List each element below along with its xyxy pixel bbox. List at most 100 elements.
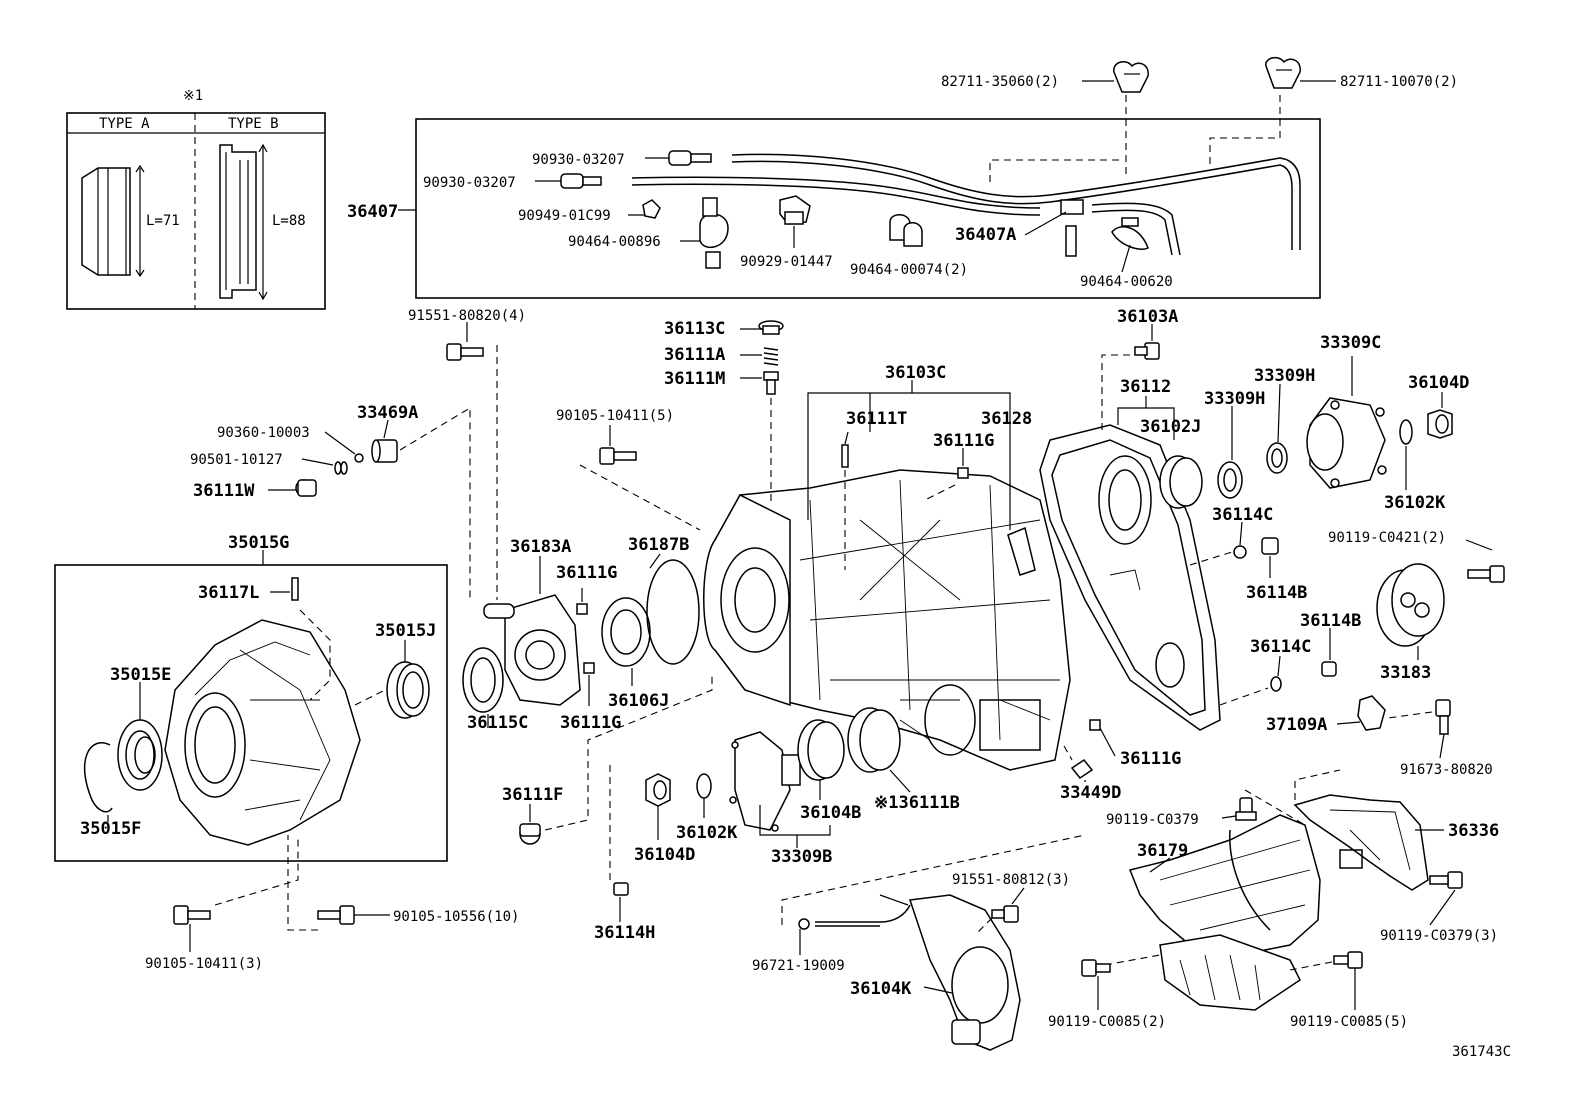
bolt-90119-c0379-lower — [1429, 871, 1463, 889]
label-90929-01447: 90929-01447 — [740, 254, 833, 270]
nut-36104d-right — [1427, 409, 1453, 439]
bolt-90119-c0085-5 — [1333, 951, 1363, 969]
label-90949-01c99: 90949-01C99 — [518, 208, 611, 224]
label-36117l: 36117L — [198, 583, 259, 603]
part-labels: 82711-35060(2) 82711-10070(2) 90930-0320… — [80, 74, 1511, 1060]
label-36102k-right: 36102K — [1384, 493, 1446, 513]
label-35015f: 35015F — [80, 819, 141, 839]
label-90119-c0085-5: 90119-C0085(5) — [1290, 1014, 1408, 1030]
label-36111b: ※136111B — [874, 793, 960, 813]
type-b-label: TYPE B — [228, 116, 279, 132]
label-33469a: 33469A — [357, 403, 418, 423]
type-a-label: TYPE A — [99, 116, 150, 132]
label-90119-c0379-3: 90119-C0379(3) — [1380, 928, 1498, 944]
hose-clip-82711-35060 — [1113, 61, 1149, 93]
oil-strainer-36128 — [1007, 526, 1036, 576]
label-36112: 36112 — [1120, 377, 1171, 397]
union-bolt-lower — [560, 173, 602, 189]
pin-36111g-a — [576, 603, 588, 615]
o-ring-36187b — [646, 559, 700, 665]
hose-clip-90929 — [779, 195, 811, 225]
note-mark: ※1 — [183, 88, 203, 104]
oil-seal-35015j — [386, 661, 430, 719]
plunger-36111m — [763, 371, 779, 395]
label-36106j: 36106J — [608, 691, 669, 711]
output-flange-33309c — [1306, 397, 1387, 489]
label-36111a: 36111A — [664, 345, 725, 365]
label-90464-00896: 90464-00896 — [568, 234, 661, 250]
label-36115c: 36115C — [467, 713, 528, 733]
type-a-sleeve — [81, 164, 145, 278]
label-36407a: 36407A — [955, 225, 1016, 245]
hose-clip-82711-10070 — [1265, 56, 1301, 89]
o-ring-90360 — [354, 453, 364, 463]
label-90105-10411-5: 90105-10411(5) — [556, 408, 674, 424]
label-91551-80812: 91551-80812(3) — [952, 872, 1070, 888]
label-36111w: 36111W — [193, 481, 255, 501]
plug-36114b-b — [1321, 661, 1337, 677]
label-91673-80820: 91673-80820 — [1400, 762, 1493, 778]
pin-36117l — [291, 577, 299, 601]
label-35015e: 35015E — [110, 665, 171, 685]
bolt-91551-80812 — [991, 905, 1019, 923]
label-36102k-left: 36102K — [676, 823, 738, 843]
protector-36336 — [1293, 794, 1429, 891]
bolt-36103a — [1134, 342, 1160, 360]
type-inset: ※1 TYPE A TYPE B L=71 L=88 — [66, 88, 326, 310]
hose-tee-joint — [1060, 199, 1084, 257]
label-90119-c0085-2: 90119-C0085(2) — [1048, 1014, 1166, 1030]
label-36114b-lower: 36114B — [1300, 611, 1361, 631]
label-90105-10411-3: 90105-10411(3) — [145, 956, 263, 972]
label-36336: 36336 — [1448, 821, 1499, 841]
label-36183a: 36183A — [510, 537, 571, 557]
heat-insulator-36179 — [1128, 814, 1321, 956]
label-36103c: 36103C — [885, 363, 946, 383]
label-90501-10127: 90501-10127 — [190, 452, 283, 468]
oil-seal-36102j — [1159, 455, 1203, 509]
spring-36111a — [763, 347, 779, 366]
union-bolt-upper — [668, 150, 712, 166]
label-36104b: 36104B — [800, 803, 861, 823]
bolt-91673-80820 — [1435, 699, 1451, 735]
label-36114b-upper: 36114B — [1246, 583, 1307, 603]
label-36103a: 36103A — [1117, 307, 1178, 327]
label-91551-80820: 91551-80820(4) — [408, 308, 526, 324]
snap-ring-35015f — [83, 742, 113, 813]
label-90119-c0421: 90119-C0421(2) — [1328, 530, 1446, 546]
hose-clip-90949 — [642, 199, 661, 219]
label-35015j: 35015J — [375, 621, 436, 641]
label-82711-10070: 82711-10070(2) — [1340, 74, 1458, 90]
label-36111t: 36111T — [846, 409, 907, 429]
bolt-90105-10411-5 — [599, 447, 637, 465]
group-label-35015g: 35015G — [228, 533, 289, 553]
label-36104d-left: 36104D — [634, 845, 695, 865]
pin-36111g-b — [583, 662, 595, 674]
speedometer-sleeve-33469a — [371, 439, 398, 463]
label-90464-00074: 90464-00074(2) — [850, 262, 968, 278]
gasket-36114c-b — [1270, 676, 1282, 692]
extension-housing — [164, 619, 361, 846]
bearing-36111b — [847, 707, 901, 773]
skid-plate — [1159, 934, 1301, 1011]
o-ring-36102k-right — [1399, 419, 1413, 445]
label-33309h-left: 33309H — [1204, 389, 1265, 409]
nut-36104d-left — [645, 773, 671, 807]
bolt-90105-10411-3 — [173, 905, 211, 925]
label-36111g-c: 36111G — [1120, 749, 1181, 769]
label-33309h-right: 33309H — [1254, 366, 1315, 386]
label-33183: 33183 — [1380, 663, 1431, 683]
label-36187b: 36187B — [628, 535, 689, 555]
plug-36114b-a — [1261, 537, 1279, 555]
group-label-36407: 36407 — [347, 202, 398, 222]
extension-kit-group: 35015G — [54, 533, 448, 862]
hose-clamp-90464-00620 — [1111, 217, 1149, 250]
label-36114c-lower: 36114C — [1250, 637, 1311, 657]
companion-flange-33309b — [729, 731, 801, 832]
label-36111g-b: 36111G — [560, 713, 621, 733]
label-36128: 36128 — [981, 409, 1032, 429]
type-b-sleeve — [219, 143, 268, 301]
label-36111f: 36111F — [502, 785, 563, 805]
label-36111m: 36111M — [664, 369, 725, 389]
bolt-90105-10556 — [317, 905, 355, 925]
